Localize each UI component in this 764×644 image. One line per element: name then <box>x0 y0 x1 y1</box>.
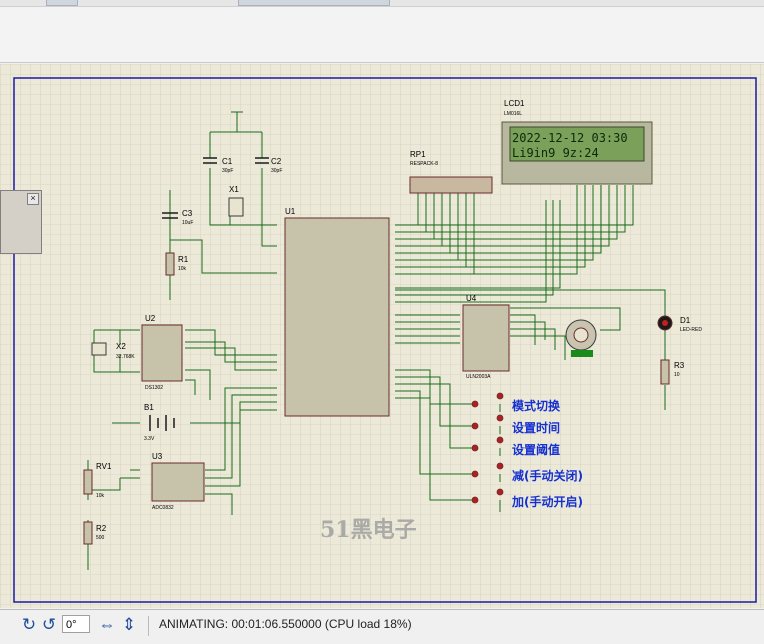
button-labels: 模式切换 设置时间 设置阈值 减(手动关闭) 加(手动开启) <box>511 398 583 509</box>
r1-resistor[interactable]: R1 10k <box>165 252 189 276</box>
schematic-svg[interactable]: 2022-12-12 03:30 Li9in9 9z:24 LCD1 LM016… <box>0 64 764 608</box>
close-icon[interactable]: × <box>27 193 39 205</box>
schematic-canvas[interactable]: 2022-12-12 03:30 Li9in9 9z:24 LCD1 LM016… <box>0 64 764 608</box>
lcd-ref: LCD1 <box>504 99 525 108</box>
svg-text:U4: U4 <box>466 294 477 303</box>
x2-crystal[interactable]: X2 32.768K <box>91 342 135 360</box>
button-label-set-threshold: 设置阈值 <box>512 442 560 457</box>
svg-text:ULN2003A: ULN2003A <box>466 374 491 380</box>
rp1[interactable]: RP1 RESPACK-8 <box>409 150 493 194</box>
svg-text:RP1: RP1 <box>410 150 426 159</box>
sheet-border <box>13 77 757 603</box>
svg-text:X1: X1 <box>229 185 239 194</box>
mirror-vertical-icon[interactable]: ⇕ <box>121 615 137 634</box>
watermark: 51黑电子 <box>320 517 417 543</box>
u4-uln2003a[interactable]: U4 ULN2003A <box>462 294 510 380</box>
floating-panel[interactable]: × <box>0 190 42 254</box>
d1-led[interactable]: D1 LED-RED <box>657 315 702 333</box>
stepper-motor[interactable] <box>565 319 597 357</box>
u2-ds1302[interactable]: U2 DS1302 <box>141 314 183 391</box>
svg-text:3.3V: 3.3V <box>144 436 155 442</box>
top-toolbar <box>0 0 764 63</box>
button-label-mode: 模式切换 <box>512 398 561 413</box>
svg-text:C1: C1 <box>222 157 233 166</box>
u3-adc0832[interactable]: U3 ADC0832 <box>151 452 205 511</box>
svg-text:U2: U2 <box>145 314 156 323</box>
svg-text:D1: D1 <box>680 316 691 325</box>
svg-text:10uF: 10uF <box>182 220 193 226</box>
svg-text:10k: 10k <box>178 266 187 272</box>
rotate-anticlockwise-icon[interactable]: ↺ <box>41 615 57 634</box>
capacitors <box>162 157 269 219</box>
svg-text:R1: R1 <box>178 255 189 264</box>
r2-resistor[interactable]: R2 500 <box>83 521 107 545</box>
svg-text:10k: 10k <box>96 493 105 499</box>
svg-text:10: 10 <box>674 372 680 378</box>
svg-text:32.768K: 32.768K <box>116 354 135 360</box>
svg-text:R3: R3 <box>674 361 685 370</box>
r3-resistor[interactable]: R3 10 <box>660 359 685 385</box>
mirror-horizontal-icon[interactable]: ⇔ <box>98 615 116 634</box>
rotate-clockwise-icon[interactable]: ↻ <box>21 615 37 634</box>
svg-text:ADC0832: ADC0832 <box>152 505 174 511</box>
b1-battery[interactable]: B1 3.3V <box>144 403 175 442</box>
toolbar-tab-1[interactable] <box>46 0 78 6</box>
svg-text:30pF: 30pF <box>222 168 233 174</box>
button-label-decrease: 减(手动关闭) <box>512 468 583 483</box>
rotation-angle-input[interactable]: 0° <box>62 615 90 633</box>
svg-text:R2: R2 <box>96 524 107 533</box>
lcd1[interactable]: 2022-12-12 03:30 Li9in9 9z:24 LCD1 LM016… <box>501 99 653 185</box>
svg-text:C3: C3 <box>182 209 193 218</box>
simulation-status: ANIMATING: 00:01:06.550000 (CPU load 18%… <box>159 617 412 631</box>
status-separator <box>148 616 149 636</box>
svg-text:RESPACK-8: RESPACK-8 <box>410 161 438 167</box>
svg-text:LED-RED: LED-RED <box>680 327 702 333</box>
svg-text:U1: U1 <box>285 207 296 216</box>
svg-text:DS1302: DS1302 <box>145 385 163 391</box>
toolbar-tab-2[interactable] <box>238 0 390 6</box>
lcd-line-2: Li9in9 9z:24 <box>512 146 599 160</box>
u1-mcu[interactable]: U1 <box>284 207 390 417</box>
button-label-increase: 加(手动开启) <box>511 494 583 509</box>
lcd-part: LM016L <box>504 111 522 117</box>
svg-text:C2: C2 <box>271 157 282 166</box>
svg-text:RV1: RV1 <box>96 462 112 471</box>
svg-text:30pF: 30pF <box>271 168 282 174</box>
x1-crystal[interactable]: X1 <box>228 185 244 217</box>
button-label-set-time: 设置时间 <box>512 420 560 435</box>
svg-text:U3: U3 <box>152 452 163 461</box>
status-bar: ↻ ↺ 0° ⇔ ⇕ ANIMATING: 00:01:06.550000 (C… <box>0 609 764 644</box>
lcd-line-1: 2022-12-12 03:30 <box>512 131 628 145</box>
push-buttons <box>471 392 504 504</box>
svg-text:X2: X2 <box>116 342 126 351</box>
rv1-pot[interactable]: RV1 10k <box>83 462 112 499</box>
svg-text:B1: B1 <box>144 403 154 412</box>
svg-text:500: 500 <box>96 535 105 541</box>
